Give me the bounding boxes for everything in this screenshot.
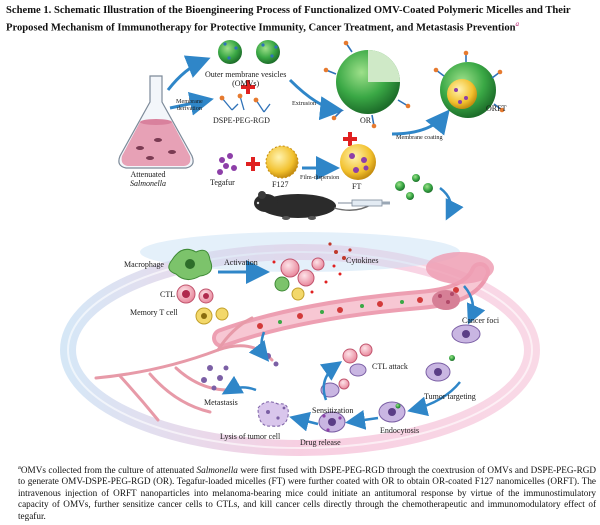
omv-particles	[218, 40, 280, 64]
macrophage-cell	[168, 248, 213, 280]
footnote-p1: OMVs collected from the culture of atten…	[20, 465, 197, 476]
drug-release-cell	[318, 411, 346, 433]
arrow-membrane-coating	[391, 109, 450, 136]
label-attenuated: Attenuated	[130, 170, 166, 179]
cytokine-dots	[328, 242, 352, 260]
or-particle	[323, 40, 411, 129]
dspe-peg-rgd-molecules	[219, 93, 271, 113]
arrow-cancer-foci	[463, 285, 486, 325]
arrow-vessel-down	[248, 331, 270, 362]
activation-glow	[140, 232, 460, 272]
arrow-tumor-targeting	[407, 381, 461, 417]
label-film-dispersion: Film-dispersion	[300, 174, 340, 181]
label-tumor-targeting: Tumor targeting	[424, 392, 476, 401]
caption-note-mark: a	[515, 19, 520, 28]
label-membrane-1: Membrane	[176, 98, 203, 105]
lysis-cell	[257, 401, 289, 427]
ctl-cell	[176, 284, 214, 304]
label-ft: FT	[352, 182, 362, 191]
caption-text: Scheme 1. Schematic Illustration of the …	[6, 5, 571, 34]
salmonella-flask	[118, 75, 194, 169]
label-membrane-derivation: Membrane derivation	[176, 98, 203, 112]
label-cancer-foci: Cancer foci	[462, 316, 500, 325]
plus-icon-omv	[241, 80, 255, 94]
memory-t-cell	[195, 307, 229, 325]
label-membrane-coating: Membrane coating	[396, 134, 443, 141]
tegafur-molecules	[217, 153, 237, 175]
scheme-figure: Membrane derivation Outer membrane vesic…	[0, 38, 600, 456]
metastasis-tumor-cells	[201, 353, 279, 391]
label-omv-1: Outer membrane vesicles	[205, 70, 287, 79]
arrow-extrusion	[288, 78, 344, 121]
ft-particle	[340, 144, 376, 180]
activation-cluster	[272, 257, 342, 301]
label-metastasis: Metastasis	[204, 398, 238, 407]
label-or: OR	[360, 116, 372, 125]
f127-micelle	[265, 145, 299, 179]
label-drug-release: Drug release	[300, 438, 341, 447]
label-ctl-attack: CTL attack	[372, 362, 408, 371]
arrow-to-metastasis	[221, 375, 257, 395]
label-activation: Activation	[224, 258, 258, 267]
scheme-illustration	[60, 40, 540, 456]
plus-icon-tegafur	[246, 157, 260, 171]
endocytosis-cell	[378, 401, 406, 423]
label-extrusion: Extrusion	[292, 100, 317, 107]
arrow-drug-release	[289, 411, 319, 432]
footnote-mark: a	[18, 464, 21, 471]
label-cytokines: Cytokines	[346, 256, 379, 265]
footnote-p2: were first fused with DSPE-PEG-RGD throu…	[18, 465, 596, 521]
scheme-caption: Scheme 1. Schematic Illustration of the …	[6, 4, 596, 35]
label-endocytosis: Endocytosis	[380, 426, 420, 435]
syringe-illustration	[338, 199, 390, 207]
label-macrophage: Macrophage	[124, 260, 164, 269]
orft-particle	[433, 50, 505, 118]
footnote-salmonella: Salmonella	[196, 465, 238, 476]
label-tegafur: Tegafur	[210, 178, 235, 187]
tumor-mass	[426, 252, 494, 310]
sensitization-cells	[320, 378, 350, 398]
label-dspe: DSPE-PEG-RGD	[213, 116, 270, 125]
label-lysis: Lysis of tumor cell	[220, 432, 281, 441]
arrow-membrane-derivation	[166, 55, 211, 91]
label-omv-2: (OMVs)	[232, 79, 260, 88]
plus-icon-ft	[343, 132, 357, 146]
scheme-footnote: aOMVs collected from the culture of atte…	[18, 462, 596, 522]
label-f127: F127	[272, 180, 289, 189]
label-omv: Outer membrane vesicles (OMVs)	[205, 70, 286, 88]
label-orft: ORFT	[486, 104, 507, 113]
label-memory-t: Memory T cell	[130, 308, 178, 317]
ctl-attack-cells	[342, 343, 373, 377]
label-sensitization: Sensitization	[312, 406, 354, 415]
arrow-flask-dspe	[169, 91, 214, 116]
mouse-illustration	[254, 191, 373, 220]
label-membrane-2: derivation	[176, 105, 202, 112]
label-salmonella: Salmonella	[130, 179, 166, 188]
orft-scatter	[395, 174, 464, 221]
label-ctl: CTL	[160, 290, 176, 299]
arrow-sensitization	[319, 361, 343, 401]
arrow-endocytosis	[345, 409, 379, 430]
tumor-targeting-cells	[425, 324, 481, 382]
label-attenuated-salmonella: Attenuated Salmonella	[130, 170, 166, 188]
